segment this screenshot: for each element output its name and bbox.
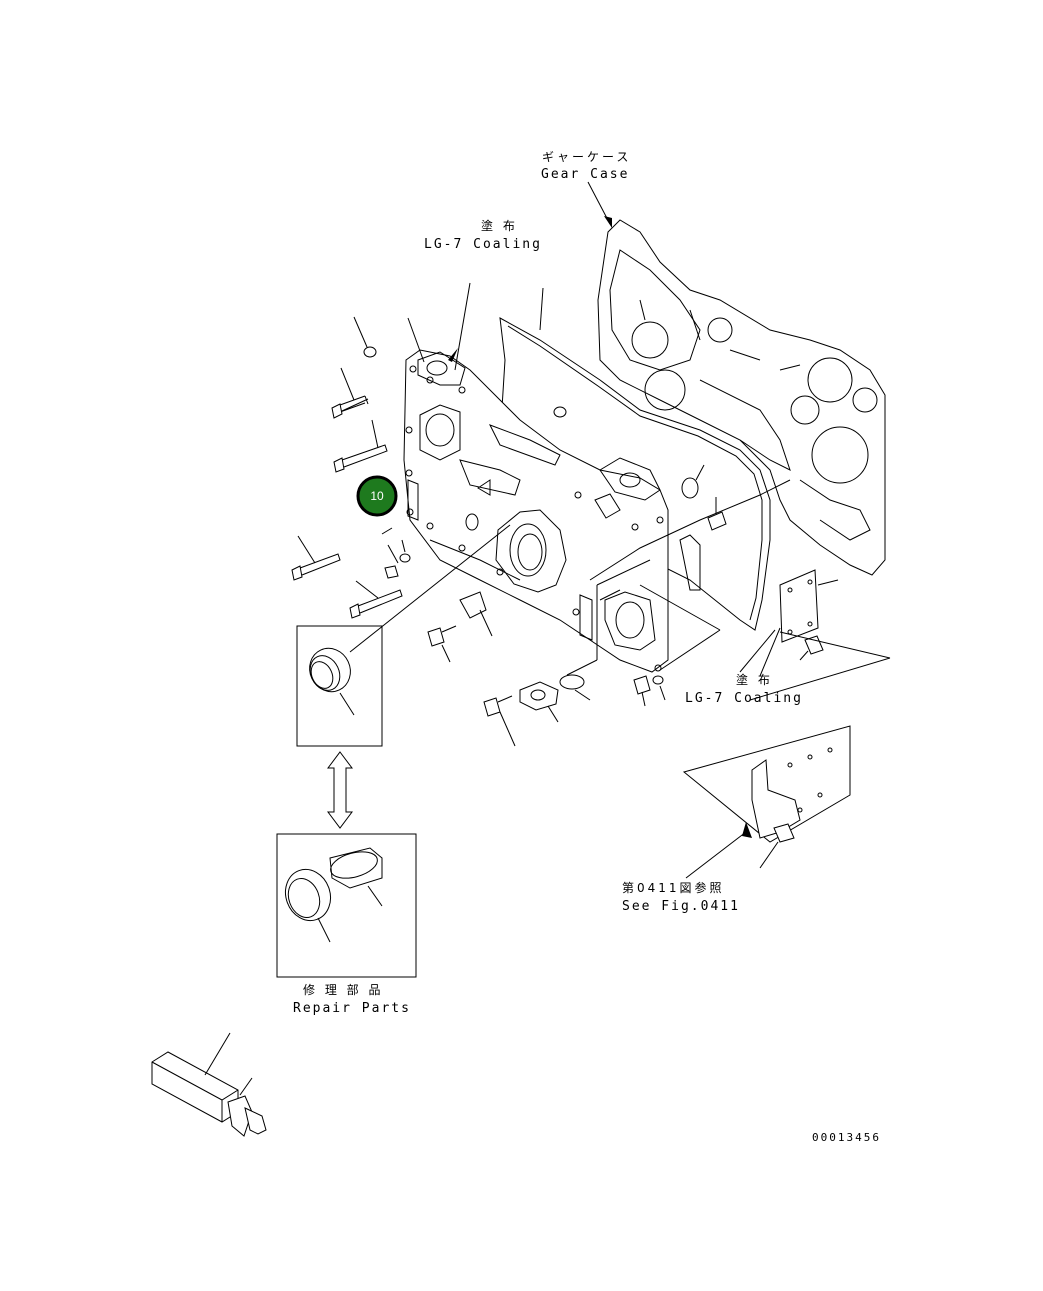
coating-right-en: LG-7 Coaling — [685, 691, 803, 706]
double-arrow — [327, 751, 353, 829]
gear-case-en: Gear Case — [541, 167, 629, 182]
callout-number: 10 — [370, 489, 384, 503]
repair-parts-en: Repair Parts — [293, 1001, 411, 1016]
leader-lines — [349, 282, 791, 676]
lower-fasteners — [427, 464, 727, 747]
gear-case — [597, 219, 886, 576]
coating-top-en: LG-7 Coaling — [424, 237, 542, 252]
bolts-left — [291, 316, 425, 619]
see-fig-en: See Fig.0411 — [622, 899, 740, 914]
coating-top-jp: 塗 布 — [481, 218, 518, 233]
see-fig-jp: 第0411図参照 — [622, 880, 725, 895]
label-coating-right: 塗 布 LG-7 Coaling — [685, 629, 803, 706]
front-cover — [403, 349, 669, 673]
repair-parts-jp: 修 理 部 品 — [303, 982, 383, 997]
label-repair-parts: 修 理 部 品 Repair Parts — [293, 982, 411, 1016]
tool — [151, 1032, 267, 1137]
reference-inset — [682, 725, 851, 879]
drawing-number: 00013456 — [812, 1131, 881, 1144]
coating-right-jp: 塗 布 — [736, 672, 773, 687]
repair-parts-box — [276, 833, 417, 978]
label-see-fig: 第0411図参照 See Fig.0411 — [622, 880, 740, 914]
label-gear-case: ギャーケース Gear Case — [541, 150, 631, 228]
oil-seal-box — [296, 625, 383, 747]
side-cover — [639, 534, 891, 701]
label-coating-top: 塗 布 LG-7 Coaling — [424, 218, 542, 362]
callout-10[interactable]: 10 — [356, 475, 398, 517]
gear-case-jp: ギャーケース — [542, 150, 631, 164]
